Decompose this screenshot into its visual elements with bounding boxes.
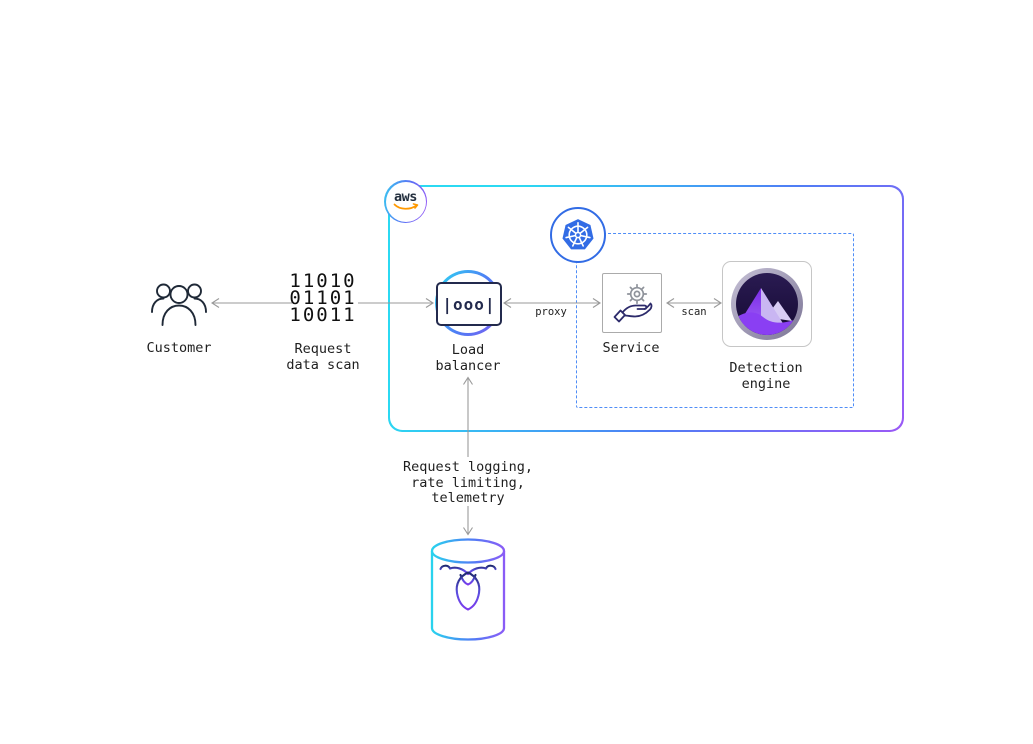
logging-note-line-3: telemetry	[431, 490, 505, 506]
arrow-to-customer	[210, 298, 292, 308]
request-label-line-1: Request	[294, 341, 352, 357]
binary-line-3: 10011	[289, 304, 357, 326]
logging-note-line-1: Request logging,	[402, 459, 534, 475]
load-balancer-label: Load balancer	[418, 342, 518, 374]
aws-logo-text: aws	[394, 189, 417, 205]
detection-engine-label-line-1: Detection	[729, 360, 803, 376]
cockroachdb-logo-icon	[439, 564, 497, 611]
aws-logo-badge: aws	[384, 180, 427, 223]
customer-label: Customer	[146, 340, 212, 356]
load-balancer-icon: |ooo|	[436, 282, 502, 326]
service-hand-gear-icon	[613, 283, 653, 323]
logging-note: Request logging, rate limiting, telemetr…	[378, 459, 558, 507]
service-label: Service	[602, 340, 660, 356]
request-data-scan-label: Request data scan	[253, 341, 393, 373]
aws-smile-icon	[393, 203, 418, 210]
kubernetes-logo-icon	[562, 219, 594, 250]
binary-line-2: 01101	[289, 287, 357, 309]
arrow-up-to-load-balancer	[463, 376, 473, 457]
proxy-label: proxy	[535, 306, 567, 318]
proxy-connector-arrow	[502, 298, 602, 308]
scan-connector-arrow	[665, 298, 723, 308]
logging-note-line-2: rate limiting,	[411, 474, 525, 491]
detection-engine-logo-icon	[731, 268, 803, 340]
aws-logo-icon: aws	[385, 181, 426, 222]
load-balancer-label-line-2: balancer	[435, 357, 501, 374]
service-box	[602, 273, 662, 333]
database-cylinder-icon	[430, 538, 506, 641]
load-balancer-label-line-1: Load	[451, 342, 485, 358]
customer-group-icon	[151, 283, 207, 326]
detection-engine-label-line-2: engine	[741, 375, 791, 392]
arrow-down-to-database	[463, 506, 473, 536]
request-label-line-2: data scan	[286, 356, 360, 373]
binary-data-text: 11010 01101 10011	[273, 270, 373, 326]
detection-engine-label: Detection engine	[706, 360, 826, 392]
kubernetes-logo-badge	[550, 207, 606, 263]
scan-label: scan	[681, 306, 707, 318]
load-balancer-icon-text: |ooo|	[442, 294, 496, 314]
arrow-to-load-balancer	[358, 298, 435, 308]
binary-line-1: 11010	[289, 270, 357, 292]
detection-engine-box	[722, 261, 812, 347]
kubernetes-boundary-box	[576, 233, 854, 408]
